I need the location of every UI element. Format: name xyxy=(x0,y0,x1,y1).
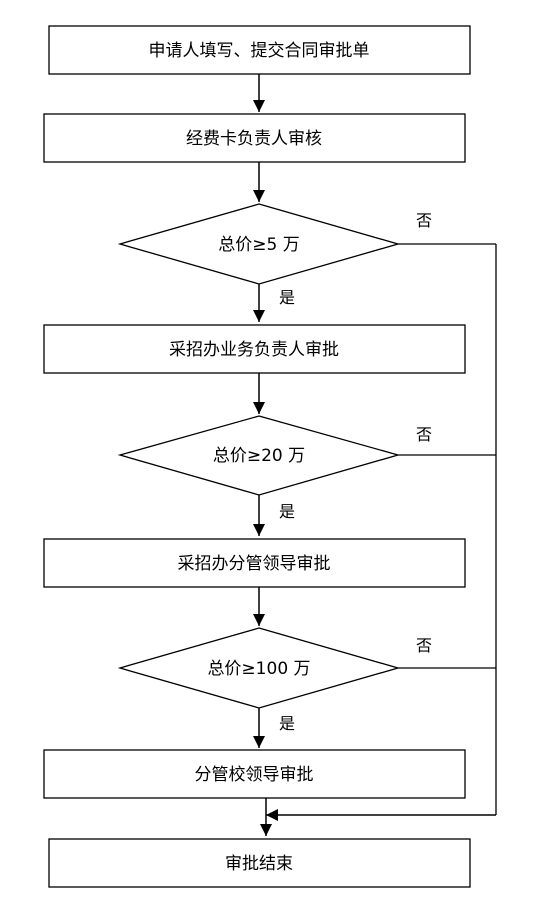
step-box-procurement-leader xyxy=(43,538,466,588)
step-box-school-leader xyxy=(43,749,466,799)
step-box-submit xyxy=(48,25,471,75)
step-label-fund-review: 经费卡负责人审核 xyxy=(186,129,322,149)
step-label-end: 审批结束 xyxy=(225,854,293,874)
yes-label-2: 是 xyxy=(279,502,295,521)
step-label-procurement-leader: 采招办分管领导审批 xyxy=(178,554,331,574)
decision-label-5w: 总价≥5 万 xyxy=(218,235,299,255)
no-label-3: 否 xyxy=(416,636,432,655)
step-label-submit: 申请人填写、提交合同审批单 xyxy=(149,41,370,61)
step-box-end xyxy=(48,838,471,888)
decision-label-100w: 总价≥100 万 xyxy=(207,659,310,679)
no-label-1: 否 xyxy=(416,211,432,230)
step-label-procurement-business: 采招办业务负责人审批 xyxy=(169,340,339,360)
step-box-procurement-business xyxy=(43,324,466,374)
no-label-2: 否 xyxy=(416,425,432,444)
step-box-fund-review xyxy=(43,113,466,163)
decision-label-20w: 总价≥20 万 xyxy=(213,446,305,466)
step-label-school-leader: 分管校领导审批 xyxy=(195,765,314,785)
yes-label-3: 是 xyxy=(279,714,295,733)
yes-label-1: 是 xyxy=(279,288,295,307)
